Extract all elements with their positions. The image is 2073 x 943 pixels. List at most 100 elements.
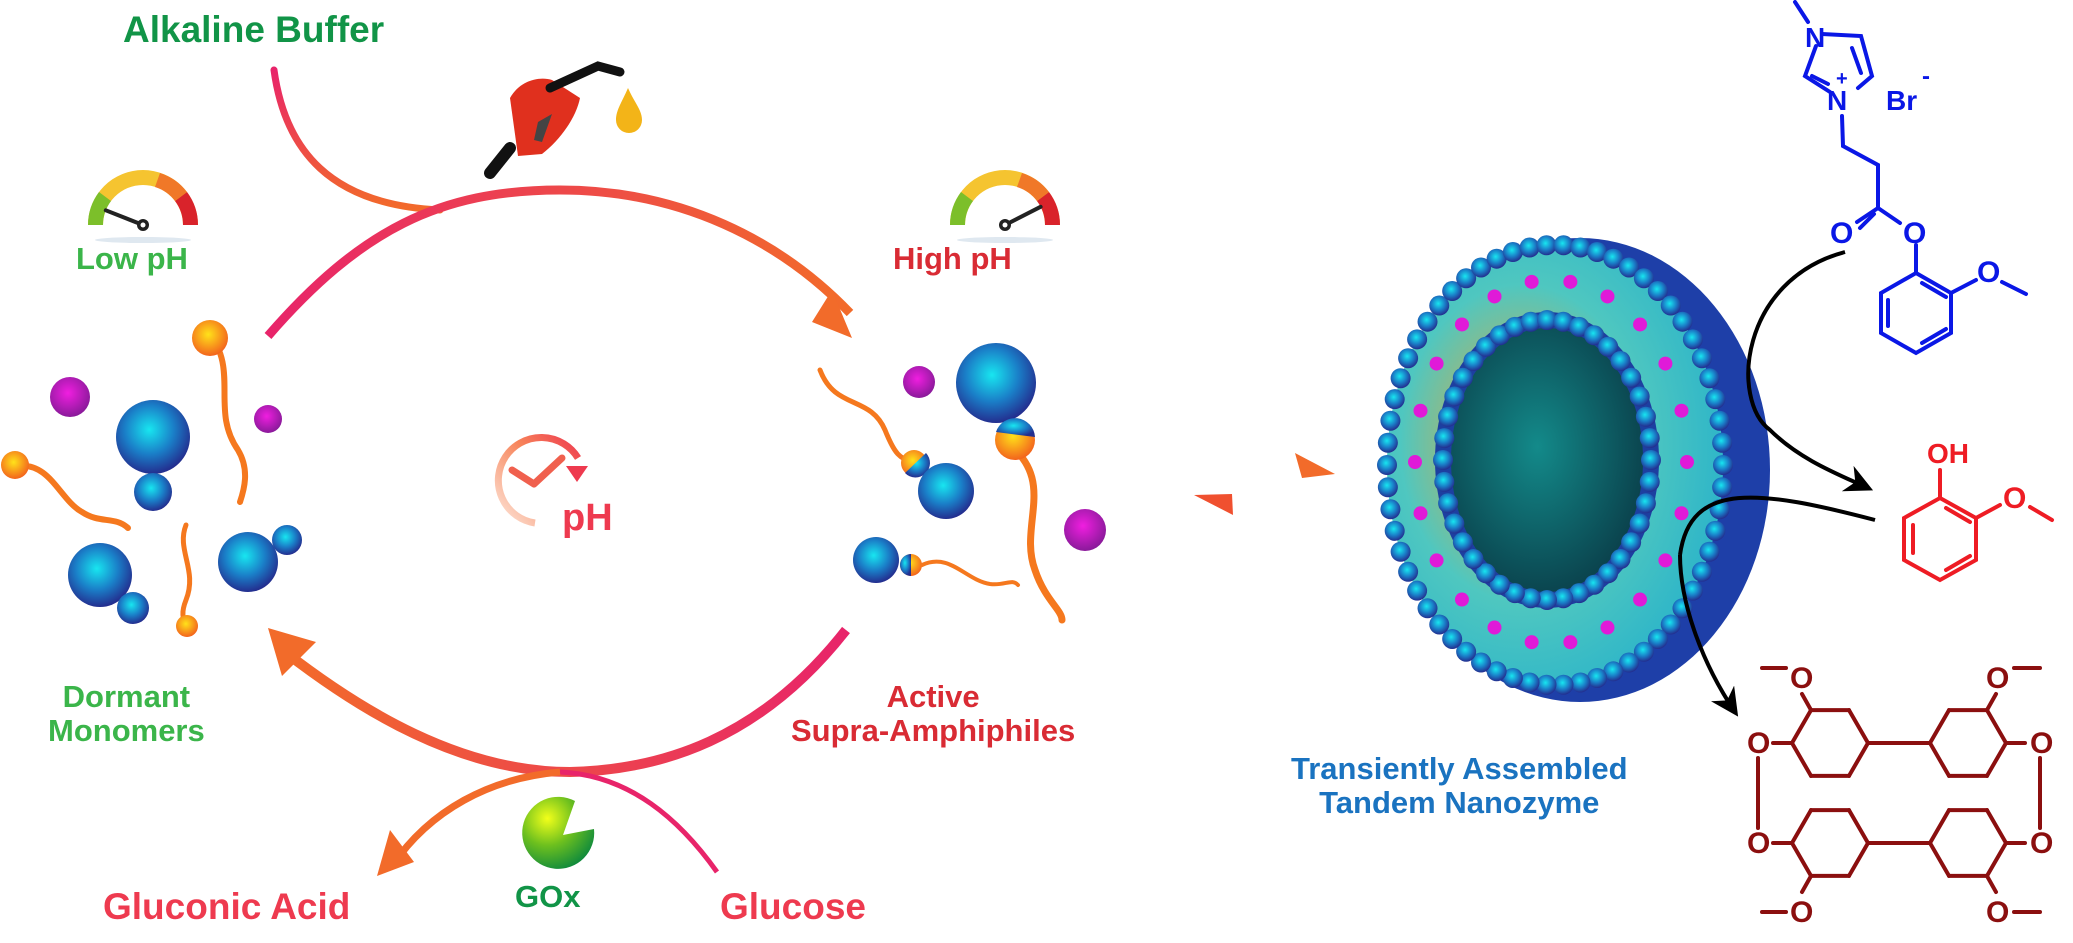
arrow-vesicle-to-guaiacol — [1678, 495, 1876, 556]
lipid-head-bead — [1519, 237, 1540, 258]
lipid-head-bead — [1570, 237, 1591, 258]
gox-label: GOx — [515, 879, 581, 914]
lipid-head-bead — [1639, 471, 1660, 492]
lipid-head-bead — [1600, 289, 1615, 304]
lipid-head-bead — [1674, 506, 1689, 521]
lipid-head-bead — [1584, 574, 1605, 595]
lipid-head-bead — [1444, 513, 1465, 534]
lipid-head-bead — [1658, 356, 1673, 371]
bond — [1847, 808, 1870, 845]
lipid-head-bead — [1417, 311, 1438, 332]
lipid-head-bead — [1454, 317, 1469, 332]
lipid-head-bead — [1658, 553, 1673, 568]
lipid-head-bead — [1429, 295, 1450, 316]
lipid-head-bead — [1380, 499, 1401, 520]
high-ph-label: High pH — [893, 241, 1012, 276]
bond — [1928, 708, 1951, 745]
lipid-head-bead — [1563, 274, 1578, 289]
lipid-head-bead — [1398, 561, 1419, 582]
lipid-head-bead — [1413, 506, 1428, 521]
lipid-head-bead — [1705, 520, 1726, 541]
lipid-head-bead — [1633, 592, 1648, 607]
lipid-head-bead — [1471, 257, 1492, 278]
arrow-monomer-to-product — [1746, 250, 1874, 492]
guaiacol-atom-labels: OH O — [1927, 438, 2026, 515]
lipid-head-bead — [1384, 520, 1405, 541]
lipid-head-bead — [1489, 325, 1510, 346]
bond — [1790, 708, 1813, 745]
lipid-head-bead — [1709, 410, 1730, 431]
lipid-head-bead — [1486, 248, 1507, 269]
gluconic-out-arc — [389, 768, 561, 868]
dormant-line1: Dormant — [62, 679, 191, 714]
atom-n-plus: N — [1827, 85, 1847, 116]
bond — [1985, 874, 1998, 894]
lipid-head-bead — [1553, 588, 1574, 609]
fuel-pump-icon — [484, 61, 642, 179]
arrow-vesicle-to-catalyst — [1678, 554, 1739, 717]
lipid-head-bead — [1712, 432, 1733, 453]
counterion-br: Br — [1886, 85, 1917, 116]
bond — [1985, 692, 1998, 712]
lipid-head-bead — [1434, 428, 1455, 449]
lipid-head-bead — [1621, 367, 1642, 388]
lipid-head-bead — [1434, 471, 1455, 492]
lipid-head-bead — [1639, 428, 1660, 449]
lipid-head-bead — [1553, 311, 1574, 332]
lipid-head-bead — [1408, 455, 1422, 469]
bond — [1790, 808, 1813, 845]
lipid-head-bead — [1456, 641, 1477, 662]
bond — [1985, 708, 2008, 745]
lipid-head-bead — [1444, 386, 1465, 407]
lipid-head-bead — [1377, 432, 1398, 453]
lipid-head-bead — [1463, 351, 1484, 372]
bond — [1985, 808, 2008, 845]
lipid-head-bead — [1587, 242, 1608, 263]
nanozyme-label: Transiently Assembled Tandem Nanozyme — [1291, 751, 1628, 820]
lipid-head-bead — [1502, 667, 1523, 688]
lipid-head-bead — [1672, 311, 1693, 332]
lipid-head-bead — [1524, 274, 1539, 289]
lipid-head-bead — [1629, 386, 1650, 407]
lipid-head-bead — [1660, 295, 1681, 316]
lipid-head-bead — [1682, 329, 1703, 350]
pointer-arrows — [1678, 250, 1876, 717]
lipid-head-bead — [1660, 614, 1681, 635]
lipid-head-bead — [1438, 406, 1459, 427]
lipid-head-bead — [1699, 368, 1720, 389]
lipid-head-bead — [1699, 541, 1720, 562]
bond — [1790, 741, 1813, 778]
center-ph-label: pH — [562, 497, 613, 539]
lipid-head-bead — [1475, 563, 1496, 584]
gluconic-arrowhead — [377, 830, 414, 876]
lipid-head-bead — [1647, 628, 1668, 649]
lipid-head-bead — [1680, 455, 1694, 469]
lipid-head-bead — [1633, 641, 1654, 662]
bond — [1800, 874, 1813, 894]
lipid-head-bead — [1486, 661, 1507, 682]
guaiacol-structure — [1902, 468, 2054, 583]
low-ph-label: Low pH — [76, 241, 188, 276]
atom-o: O — [1747, 727, 1770, 760]
lipid-head-bead — [1647, 281, 1668, 302]
atom-oh: OH — [1927, 438, 1969, 469]
lipid-head-bead — [1536, 235, 1557, 256]
dormant-monomers-label: Dormant Monomers — [48, 679, 205, 748]
monomer-structure — [1793, 0, 2028, 356]
active-amphiphiles-label: Active Supra-Amphiphiles — [791, 679, 1075, 748]
activation-arrowhead — [812, 290, 852, 338]
lipid-head-bead — [1504, 583, 1525, 604]
lipid-head-bead — [1569, 316, 1590, 337]
lipid-head-bead — [1536, 674, 1557, 695]
lipid-head-bead — [1610, 548, 1631, 569]
lipid-head-bead — [1452, 367, 1473, 388]
lipid-head-bead — [1682, 580, 1703, 601]
lipid-head-bead — [1407, 580, 1428, 601]
lipid-head-bead — [1691, 348, 1712, 369]
bond — [1847, 841, 1870, 878]
charge-plus: + — [1836, 68, 1848, 90]
lipid-head-bead — [1598, 336, 1619, 357]
atom-o: O — [1986, 896, 2009, 929]
atom-n-methyl: N — [1805, 22, 1825, 53]
